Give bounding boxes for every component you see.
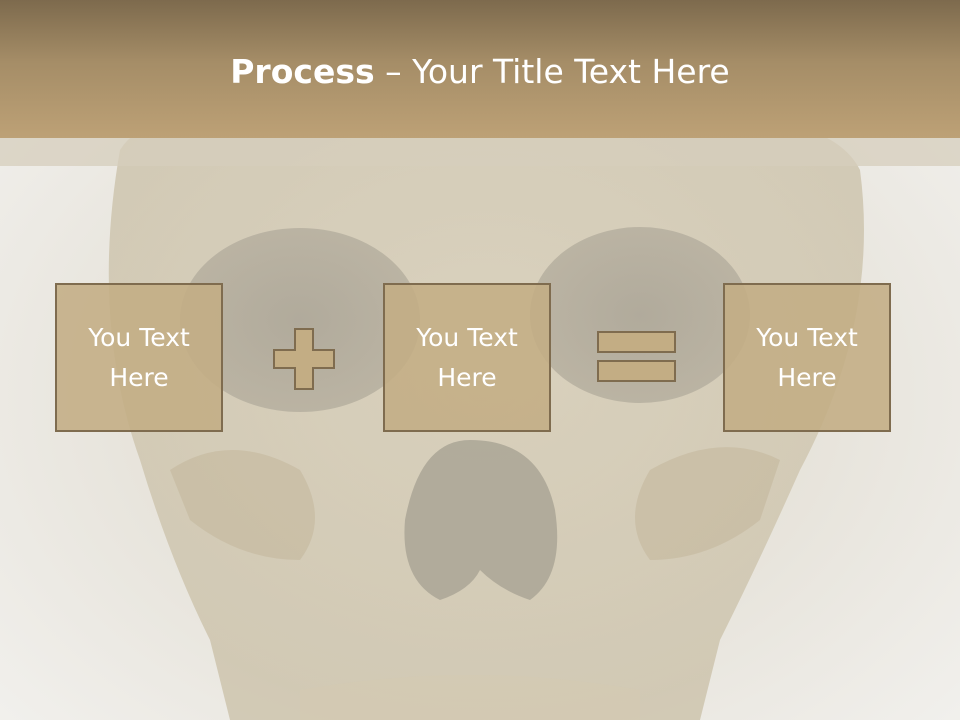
title-header-bar bbox=[0, 0, 960, 138]
process-box-1: You Text Here bbox=[55, 283, 223, 432]
header-translucent-band bbox=[0, 138, 960, 166]
process-box-3-text: You Text Here bbox=[756, 322, 858, 392]
process-box-3: You Text Here bbox=[723, 283, 891, 432]
equals-icon bbox=[597, 331, 676, 382]
process-box-1-text: You Text Here bbox=[88, 322, 190, 392]
process-box-2: You Text Here bbox=[383, 283, 551, 432]
slide-title-rest: Your Title Text Here bbox=[412, 52, 730, 91]
slide-title-bold: Process bbox=[230, 52, 375, 91]
process-box-2-text: You Text Here bbox=[416, 322, 518, 392]
slide-title: Process – Your Title Text Here bbox=[0, 52, 960, 91]
plus-icon bbox=[273, 328, 335, 390]
slide-title-separator: – bbox=[374, 52, 413, 91]
